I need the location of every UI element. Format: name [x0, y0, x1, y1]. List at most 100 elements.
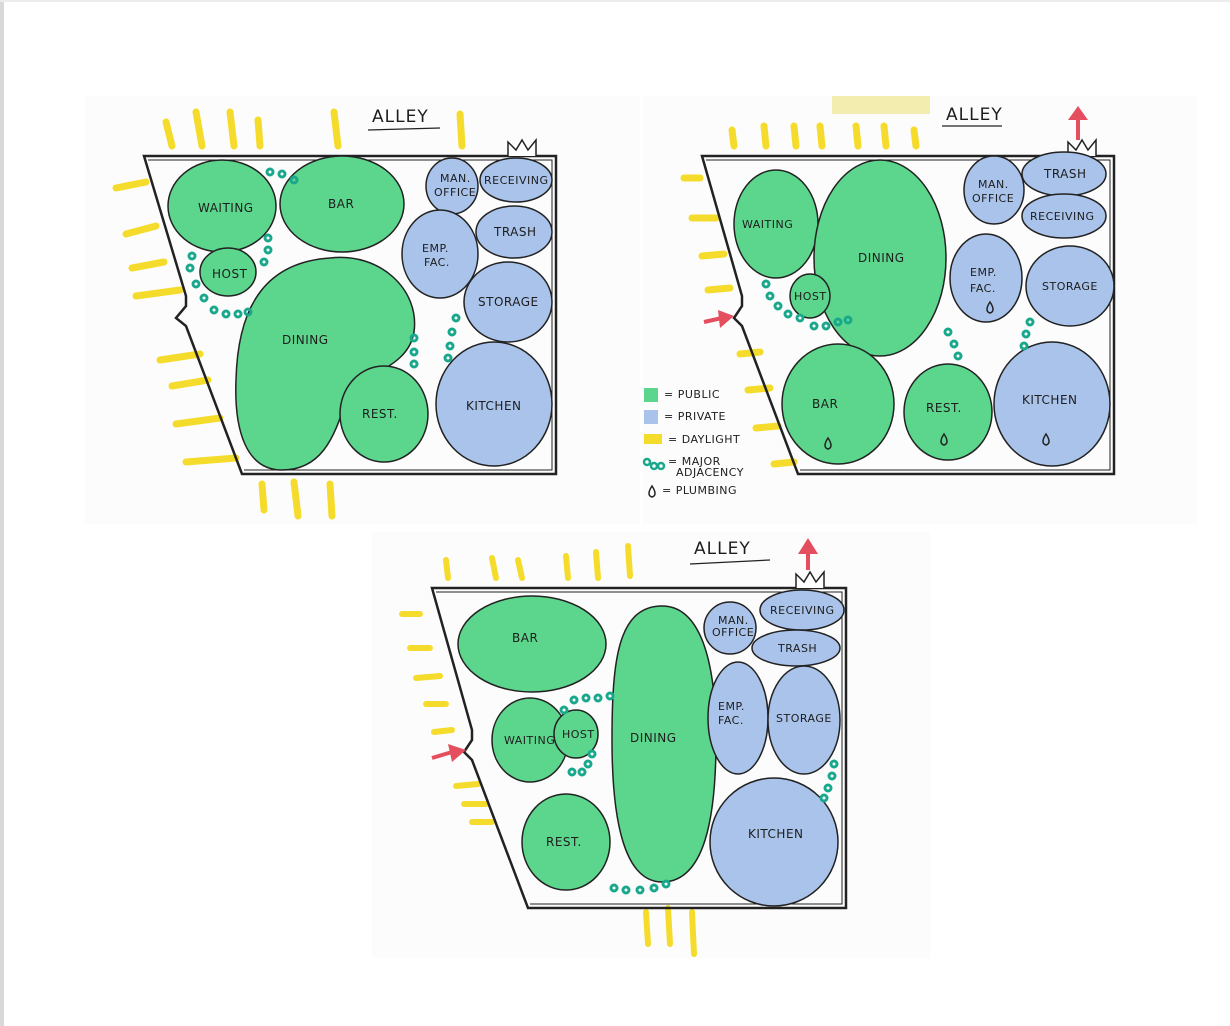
label-dining-2: DINING — [858, 251, 905, 265]
building-outline-2 — [700, 154, 1116, 476]
room-trash-1 — [475, 205, 553, 259]
label-storage-3: STORAGE — [776, 712, 832, 725]
door-notch-3 — [795, 569, 825, 588]
room-bar-1 — [279, 155, 405, 253]
legend-public-label: = PUBLIC — [664, 388, 720, 401]
label-kitchen-1: KITCHEN — [466, 399, 522, 413]
room-receiving-2 — [1021, 193, 1107, 239]
room-dining-2 — [813, 159, 947, 357]
legend-adjacency-swatch — [642, 457, 666, 471]
label-bar-1: BAR — [328, 197, 354, 211]
legend-daylight-swatch — [644, 434, 662, 444]
label-trash-3: TRASH — [777, 642, 817, 655]
building-outline-3b — [436, 591, 843, 905]
tape-2 — [832, 96, 930, 114]
room-kitchen-3 — [709, 777, 839, 907]
room-trash-3 — [751, 629, 841, 667]
room-rest-3 — [521, 793, 611, 891]
label-empfac-2a: EMP. — [970, 266, 997, 279]
label-dining-1: DINING — [282, 333, 329, 347]
label-manoffice-2b: OFFICE — [972, 192, 1014, 205]
room-kitchen-1 — [435, 341, 553, 467]
label-manoffice-1a: MAN. — [440, 172, 471, 185]
legend: = PUBLIC = PRIVATE = DAYLIGHT = MAJOR AD… — [642, 388, 744, 498]
label-host-1: HOST — [212, 267, 248, 281]
room-host-2 — [789, 273, 831, 319]
window-edge-left — [0, 0, 4, 1026]
legend-public-swatch — [644, 388, 658, 402]
alley-label-2: ALLEY — [946, 105, 1003, 125]
label-trash-2: TRASH — [1043, 167, 1087, 181]
label-waiting-3: WAITING — [504, 734, 555, 747]
label-manoffice-3b: OFFICE — [712, 626, 754, 639]
exit-arrow-2 — [1068, 106, 1088, 140]
label-rest-3: REST. — [546, 835, 582, 849]
label-kitchen-2: KITCHEN — [1022, 393, 1078, 407]
room-bar-2 — [781, 343, 895, 465]
building-outline-2b — [706, 159, 1111, 471]
adjacency-dots-3 — [559, 691, 839, 895]
room-kitchen-2 — [993, 341, 1111, 467]
label-rest-2: REST. — [926, 401, 962, 415]
exit-arrow-3 — [798, 538, 818, 570]
building-outline-1 — [142, 154, 558, 476]
label-empfac-3a: EMP. — [718, 700, 745, 713]
room-host-3 — [553, 709, 599, 759]
label-kitchen-3: KITCHEN — [748, 827, 804, 841]
room-empfac-1 — [401, 209, 479, 299]
label-manoffice-1b: OFFICE — [434, 186, 476, 199]
legend-private-swatch — [644, 410, 658, 424]
entry-arrow-2 — [703, 310, 734, 328]
legend-plumbing-label: = PLUMBING — [662, 484, 737, 497]
daylight-marks-1 — [112, 108, 466, 520]
label-manoffice-3a: MAN. — [718, 614, 749, 627]
label-trash-1: TRASH — [493, 225, 537, 239]
room-bar-3 — [457, 595, 607, 693]
door-notch-1 — [507, 137, 537, 156]
alley-label-3: ALLEY — [694, 539, 751, 559]
room-storage-3 — [767, 665, 841, 775]
label-empfac-1a: EMP. — [422, 242, 449, 255]
room-rest-2 — [903, 363, 993, 461]
label-bar-2: BAR — [812, 397, 838, 411]
label-receiving-3: RECEIVING — [770, 604, 835, 617]
label-storage-2: STORAGE — [1042, 280, 1098, 293]
room-dining-1 — [235, 256, 416, 471]
label-bar-3: BAR — [512, 631, 538, 645]
legend-plumbing-icon — [648, 484, 656, 498]
label-host-3: HOST — [562, 728, 595, 741]
room-storage-1 — [463, 261, 553, 343]
label-empfac-1b: FAC. — [424, 256, 450, 269]
legend-adjacency-label-1: = MAJOR — [668, 455, 721, 468]
label-waiting-1: WAITING — [198, 201, 254, 215]
label-dining-3: DINING — [630, 731, 677, 745]
room-empfac-2 — [949, 233, 1023, 323]
alley-label-1: ALLEY — [372, 107, 429, 127]
entry-arrow-3 — [431, 744, 466, 762]
label-receiving-1: RECEIVING — [484, 174, 549, 187]
legend-adjacency-label-2: ADJACENCY — [676, 466, 744, 479]
room-manoffice-2 — [963, 155, 1025, 225]
plumbing-icons-2 — [824, 300, 1050, 450]
label-waiting-2: WAITING — [742, 218, 793, 231]
room-receiving-1 — [479, 157, 553, 203]
room-rest-1 — [339, 365, 429, 463]
label-storage-1: STORAGE — [478, 295, 539, 309]
room-manoffice-3 — [703, 601, 757, 655]
label-receiving-2: RECEIVING — [1030, 210, 1095, 223]
legend-daylight-label: = DAYLIGHT — [668, 433, 740, 446]
adjacency-dots-2 — [761, 279, 1035, 361]
label-empfac-3b: FAC. — [718, 714, 744, 727]
window-edge-top — [0, 0, 1230, 2]
daylight-marks-3 — [399, 543, 697, 957]
room-host-1 — [199, 247, 257, 297]
label-manoffice-2a: MAN. — [978, 178, 1009, 191]
label-empfac-2b: FAC. — [970, 282, 996, 295]
building-outline-3 — [430, 586, 848, 910]
label-host-2: HOST — [794, 290, 827, 303]
room-storage-2 — [1025, 245, 1115, 327]
legend-private-label: = PRIVATE — [664, 410, 726, 423]
